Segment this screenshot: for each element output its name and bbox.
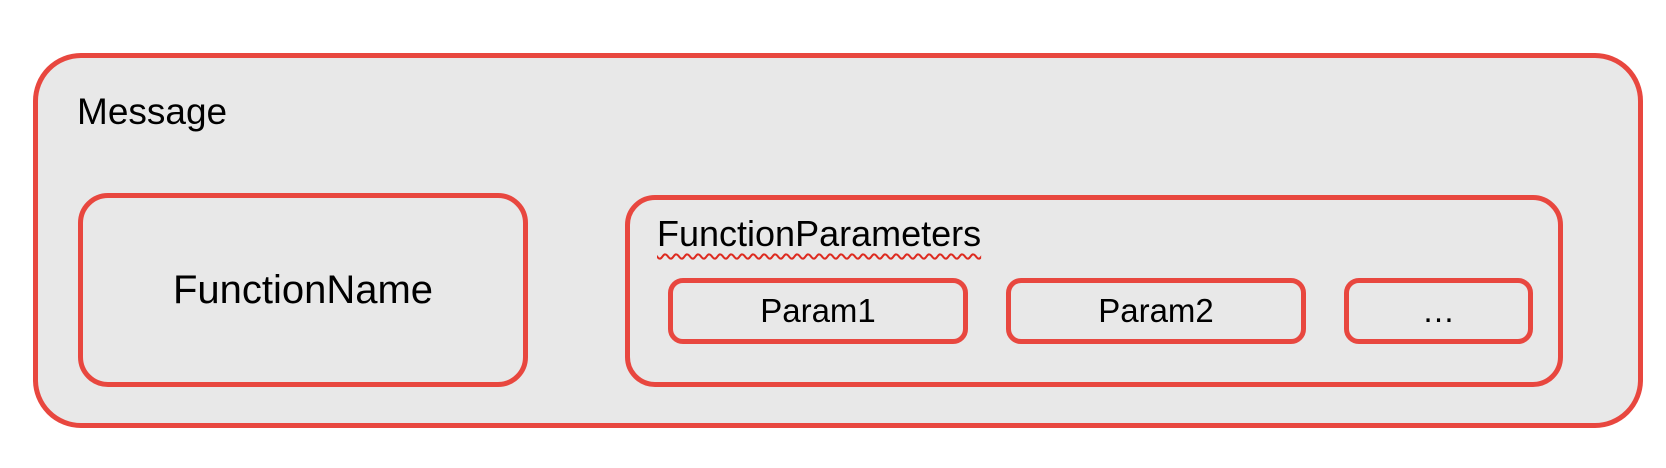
- message-box: Message FunctionName FunctionParameters …: [33, 53, 1643, 428]
- message-label: Message: [77, 91, 228, 132]
- function-parameters-label: FunctionParameters: [657, 213, 982, 254]
- function-name-label: FunctionName: [172, 267, 434, 312]
- params-row: Param1 Param2 …: [668, 278, 1533, 344]
- function-name-box: FunctionName: [78, 193, 528, 387]
- param-ellipsis-box: …: [1344, 278, 1533, 344]
- function-parameters-box: FunctionParameters Param1 Param2 …: [625, 195, 1563, 387]
- param2-box: Param2: [1006, 278, 1306, 344]
- param1-box: Param1: [668, 278, 968, 344]
